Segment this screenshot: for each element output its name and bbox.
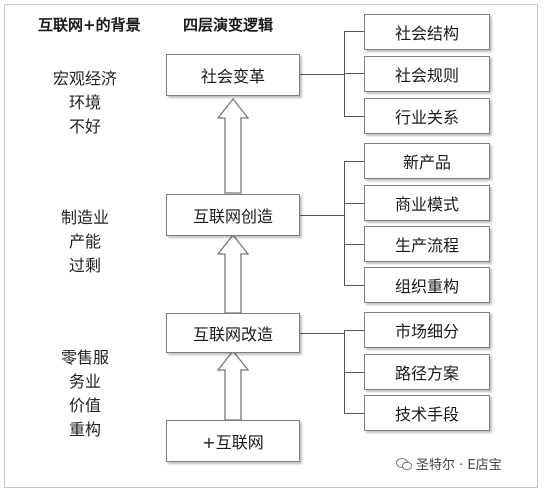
connector-horizontal: [300, 333, 344, 334]
watermark: 圣特尔 · E店宝: [396, 454, 502, 473]
connector-branch: [344, 161, 364, 162]
connector-branch: [344, 31, 364, 32]
connector-branch: [344, 244, 364, 245]
header-background: 互联网+的背景: [38, 16, 141, 34]
side-note-line: 制造业: [60, 208, 109, 227]
box-market-segmentation: 市场细分: [364, 312, 490, 348]
side-note-line: 不好: [68, 117, 101, 136]
side-note-line: 环境: [68, 93, 101, 112]
box-internet-create: 互联网创造: [166, 194, 300, 236]
side-note-manufacturing: 制造业 产能 过剩: [40, 206, 130, 278]
side-note-line: 过剩: [68, 256, 101, 275]
connector-horizontal: [300, 215, 344, 216]
connector-branch: [344, 413, 364, 414]
box-plus-internet: +互联网: [166, 420, 300, 462]
side-note-macro: 宏观经济 环境 不好: [40, 67, 130, 139]
connector-branch: [344, 116, 364, 117]
box-social-structure: 社会结构: [364, 14, 490, 50]
box-organization-restructure: 组织重构: [364, 267, 490, 303]
box-technical-means: 技术手段: [364, 395, 490, 431]
diagram-frame: [4, 4, 538, 488]
connector-branch: [344, 330, 364, 331]
side-note-line: 务业: [68, 372, 101, 391]
box-industry-relations: 行业关系: [364, 98, 490, 134]
side-note-line: 零售服: [60, 348, 109, 367]
side-note-retail: 零售服 务业 价值 重构: [40, 346, 130, 442]
box-new-products: 新产品: [364, 143, 490, 179]
connector-horizontal: [300, 74, 344, 75]
header-four-layer-logic: 四层演变逻辑: [183, 16, 274, 34]
side-note-line: 宏观经济: [52, 69, 117, 88]
box-social-change: 社会变革: [166, 54, 300, 96]
box-production-process: 生产流程: [364, 226, 490, 262]
connector-branch: [344, 372, 364, 373]
watermark-text: 圣特尔 · E店宝: [416, 458, 502, 473]
connector-branch: [344, 285, 364, 286]
connector-branch: [344, 73, 364, 74]
box-business-model: 商业模式: [364, 185, 490, 221]
side-note-line: 产能: [68, 232, 101, 251]
connector-vertical: [344, 330, 345, 413]
connector-vertical: [344, 161, 345, 285]
connector-branch: [344, 203, 364, 204]
box-internet-reform: 互联网改造: [166, 313, 300, 353]
box-social-rules: 社会规则: [364, 56, 490, 92]
side-note-line: 价值: [68, 396, 101, 415]
side-note-line: 重构: [68, 420, 101, 439]
wechat-icon: [396, 458, 412, 471]
box-path-plan: 路径方案: [364, 354, 490, 390]
